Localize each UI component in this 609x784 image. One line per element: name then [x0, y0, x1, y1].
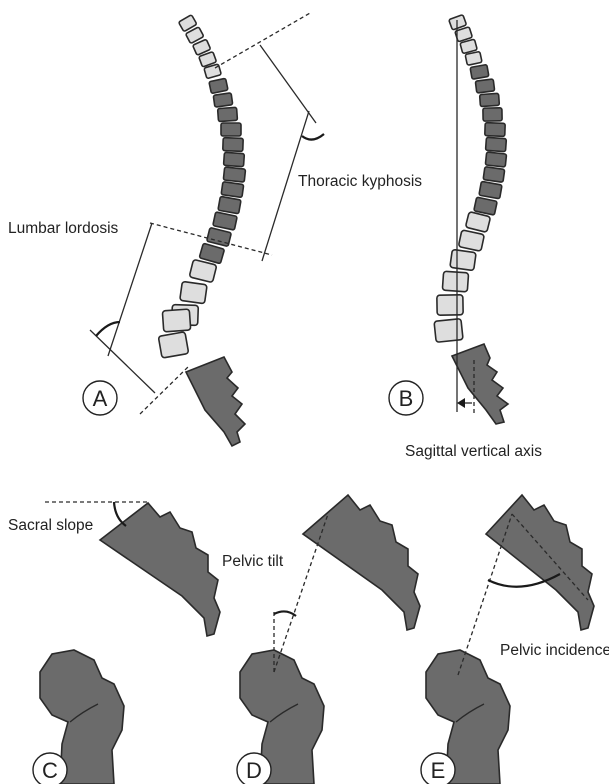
panel-c-letter: C	[42, 758, 58, 783]
pelvic-tilt-label: Pelvic tilt	[222, 553, 284, 570]
thoracic-kyphosis-label: Thoracic kyphosis	[298, 173, 422, 190]
sacrum-a	[186, 357, 245, 446]
spine-b-vertebrae	[434, 15, 507, 343]
spine-a-vertebrae	[158, 15, 245, 358]
sacrum-c	[100, 503, 220, 636]
panel-d: D	[237, 495, 420, 784]
kyphosis-angle-arc	[302, 134, 324, 140]
sacrum-e	[486, 495, 594, 630]
thoracic-top-endplate-line	[215, 13, 310, 68]
lumbar-lordosis-label: Lumbar lordosis	[8, 220, 119, 237]
kyphosis-perpendicular-top	[260, 45, 316, 123]
panel-b-letter: B	[399, 386, 414, 411]
panel-e: E	[421, 495, 594, 784]
panel-e-letter: E	[431, 758, 446, 783]
sacrum-b	[452, 344, 508, 424]
sacrum-d	[303, 495, 420, 630]
pelvic-incidence-label: Pelvic incidence	[500, 642, 609, 659]
sva-arrow-head	[457, 398, 465, 408]
sacral-endplate-line-a	[140, 365, 190, 414]
panel-c: C	[33, 502, 220, 784]
panel-b: B	[389, 15, 508, 424]
panel-d-letter: D	[246, 758, 262, 783]
lordosis-perpendicular-top	[108, 223, 152, 356]
sagittal-vertical-axis-label: Sagittal vertical axis	[405, 443, 542, 460]
panel-a-letter: A	[93, 386, 108, 411]
panel-a: A	[83, 13, 324, 446]
femoral-head-to-sacrum-line-d	[274, 514, 328, 672]
sacral-slope-label: Sacral slope	[8, 517, 93, 534]
